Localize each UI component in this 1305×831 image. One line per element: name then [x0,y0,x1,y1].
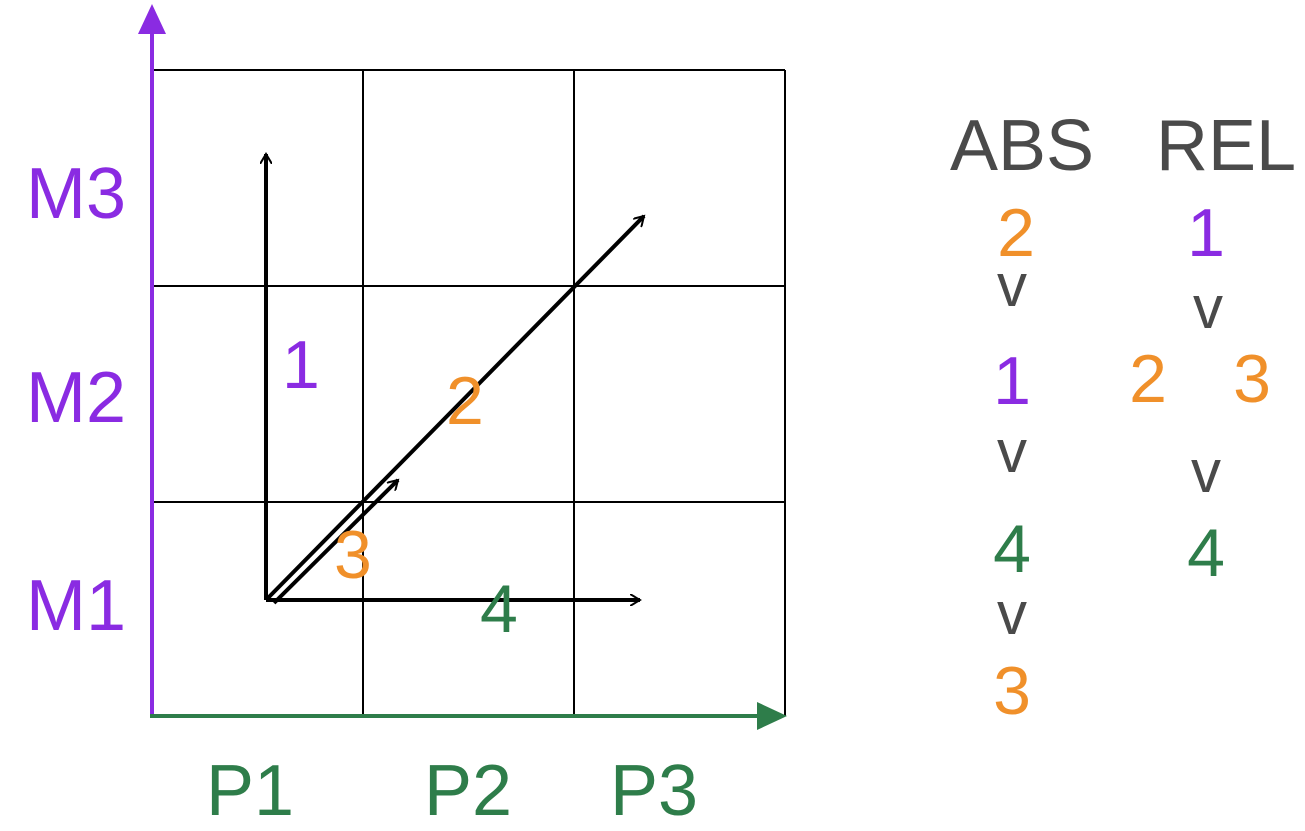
vector-3-arrow [272,478,400,605]
rel-comparator: v [1193,274,1223,341]
x-axis-labels: P1 P2 P3 [206,751,698,831]
x-label-p3: P3 [610,751,698,831]
y-axis-labels: M1 M2 M3 [26,154,126,646]
grid [152,69,786,716]
y-label-m1: M1 [26,566,126,646]
y-label-m3: M3 [26,154,126,234]
x-label-p1: P1 [206,751,294,831]
abs-rank-item: 1 [993,343,1031,419]
abs-rank-item: 4 [993,511,1031,587]
vector-labels: 1 2 3 4 [282,327,518,647]
vector-1-label: 1 [282,327,320,403]
y-label-m2: M2 [26,358,126,438]
abs-rank-item: 2 [997,195,1035,271]
vector-4-label: 4 [480,571,518,647]
abs-header: ABS [950,106,1094,186]
vector-2-label: 2 [446,363,484,439]
x-axis [150,702,787,730]
vector-2-arrow [264,214,646,602]
vector-3-label: 3 [334,517,372,593]
abs-comparator: v [997,252,1027,319]
rel-rank-item: 2 [1129,341,1167,417]
rel-column: 1 v 2 3 v 4 [1129,195,1271,591]
abs-comparator: v [997,580,1027,647]
ranking-headers: ABS REL [950,106,1296,186]
abs-rank-item: 3 [993,653,1031,729]
x-label-p2: P2 [424,751,512,831]
abs-comparator: v [997,418,1027,485]
y-axis [138,4,166,716]
y-axis-arrowhead [138,4,166,34]
rel-rank-item: 1 [1187,195,1225,271]
rel-header: REL [1156,106,1296,186]
abs-column: 2 v 1 v 4 v 3 [993,195,1035,729]
rel-rank-item: 4 [1187,515,1225,591]
rel-rank-item: 3 [1233,341,1271,417]
vectors [264,154,646,605]
rel-comparator: v [1191,438,1221,505]
x-axis-arrowhead [757,702,787,730]
